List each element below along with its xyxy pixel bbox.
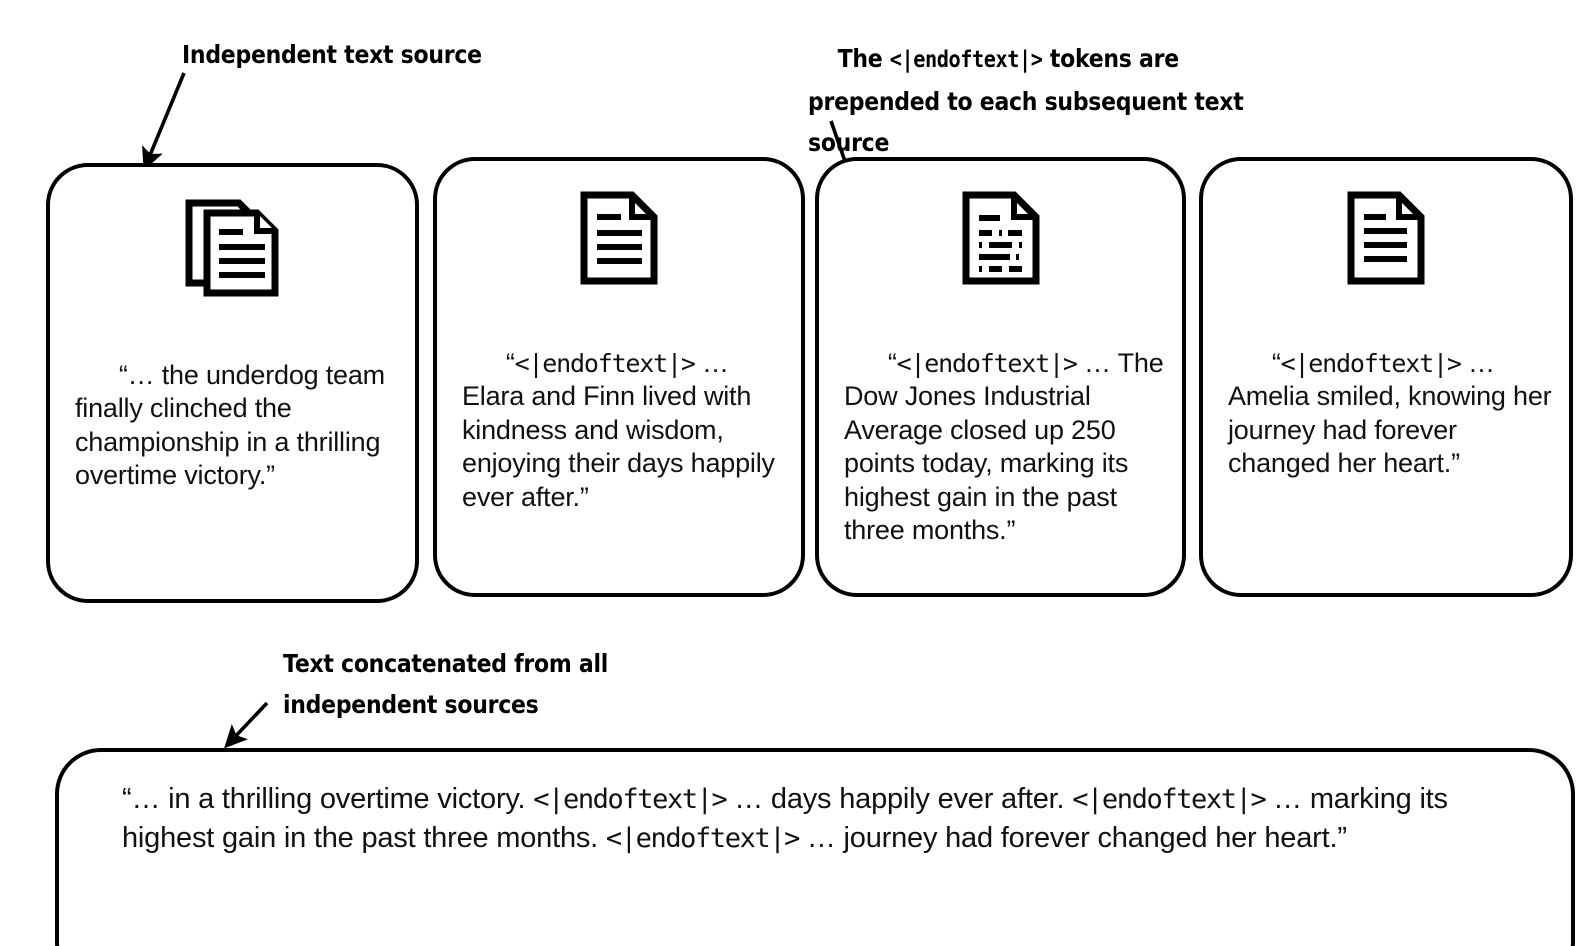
stacked-documents-icon	[50, 199, 415, 299]
card-body: … The Dow Jones Industrial Average close…	[844, 347, 1171, 546]
card-body: … Amelia smiled, knowing her journey had…	[1228, 347, 1559, 479]
concatenated-token: <|endoftext|>	[1072, 784, 1267, 815]
concatenated-text-box: “… in a thrilling overtime victory. <|en…	[55, 748, 1575, 946]
document-icon	[1203, 191, 1569, 291]
concatenated-text-segment: … marking its highest gain in the past t…	[122, 783, 1448, 854]
concatenated-text-segment: … days happily ever after.	[726, 783, 1073, 815]
card-body-text: “<|endoftext|> … The Dow Jones Industria…	[844, 313, 1168, 581]
card-quote-open: “	[118, 359, 128, 390]
card-body: … Elara and Finn lived with kindness and…	[462, 347, 783, 512]
concatenated-text-segment: “… in a thrilling overtime victory.	[122, 783, 534, 815]
text-source-card: “… the underdog team finally clinched th…	[46, 163, 419, 603]
annotation-prepended-token: <|endoftext|>	[889, 47, 1043, 73]
text-source-card: “<|endoftext|> … Elara and Finn lived wi…	[433, 157, 805, 597]
card-body-text: “<|endoftext|> … Amelia smiled, knowing …	[1228, 313, 1555, 514]
concatenated-token: <|endoftext|>	[605, 823, 801, 854]
card-token: <|endoftext|>	[514, 348, 696, 378]
card-quote-open: “	[1271, 347, 1281, 378]
concatenated-text: “… in a thrilling overtime victory. <|en…	[122, 780, 1535, 858]
concatenated-text-segment: … journey had forever changed her heart.…	[799, 822, 1347, 854]
annotation-independent-text-source: Independent text source	[182, 40, 482, 69]
card-body-text: “<|endoftext|> … Elara and Finn lived wi…	[462, 313, 787, 548]
card-token: <|endoftext|>	[896, 348, 1078, 378]
text-source-card: “<|endoftext|> … Amelia smiled, knowing …	[1199, 157, 1573, 597]
document-dashed-lines-icon	[819, 191, 1182, 291]
document-icon	[437, 191, 801, 291]
annotation-prepended-prefix: The	[837, 44, 890, 73]
card-body-text: “… the underdog team finally clinched th…	[75, 325, 401, 526]
card-quote-open: “	[887, 347, 897, 378]
card-body: … the underdog team finally clinched the…	[75, 359, 393, 491]
text-source-card: “<|endoftext|> … The Dow Jones Industria…	[815, 157, 1186, 597]
annotation-text-concatenated: Text concatenated from all independent s…	[283, 649, 616, 719]
card-quote-open: “	[505, 347, 515, 378]
concatenated-token: <|endoftext|>	[533, 784, 728, 815]
card-token: <|endoftext|>	[1280, 348, 1462, 378]
